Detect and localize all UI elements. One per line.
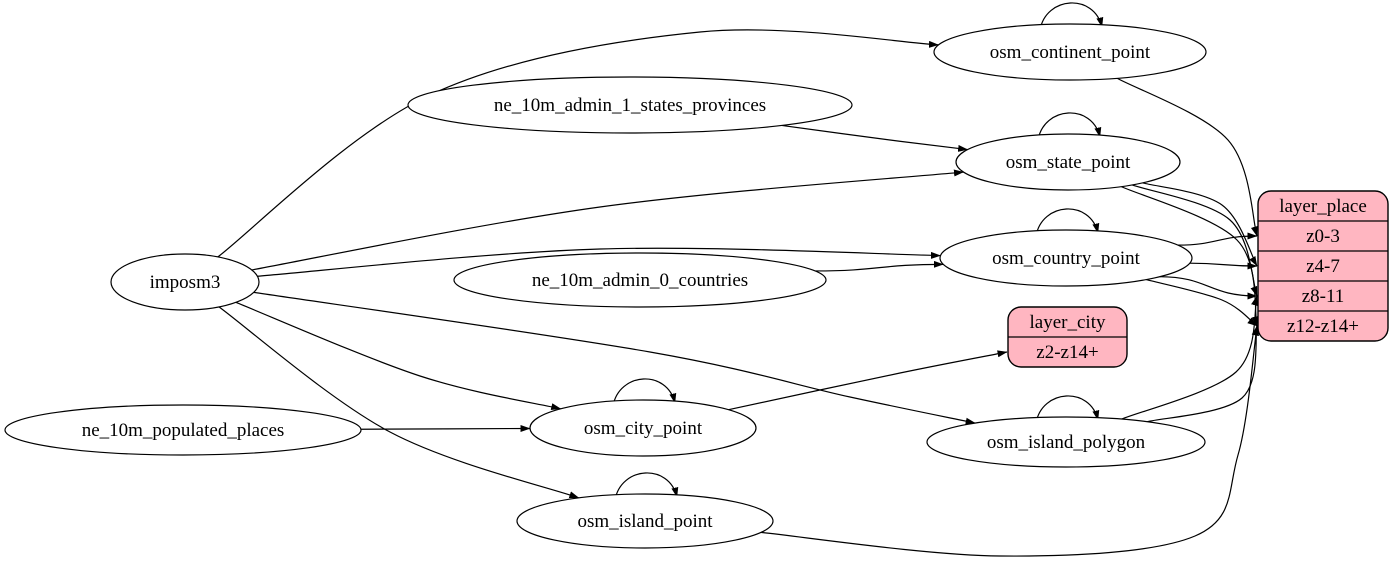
edge-ne_10m_admin_0_countries-to-osm_country_point [815, 260, 944, 272]
node-label-osm_city_point: osm_city_point [584, 418, 703, 439]
edge-osm_country_point-to-layer_place-row0 [1177, 232, 1258, 246]
edge-osm_city_point-to-layer_city-row0 [728, 350, 1008, 411]
node-shape-osm_continent_point [933, 23, 1207, 81]
node-shape-osm_island_polygon [926, 416, 1206, 468]
record-layer_city: layer_city z2-z14+ [1007, 306, 1128, 368]
node-label-osm_continent_point: osm_continent_point [990, 42, 1151, 63]
record-row-layer_place-3: z12-z14+ [1287, 316, 1359, 337]
edge-imposm3-to-osm_island_point [218, 306, 580, 499]
self-loop-osm_country_point [1035, 208, 1100, 237]
record-row-layer_place-0: z0-3 [1306, 226, 1340, 247]
node-osm_country_point: osm_country_point [939, 229, 1193, 287]
record-row-layer_place-2: z8-11 [1302, 286, 1345, 307]
node-label-imposm3: imposm3 [150, 272, 221, 293]
edge-osm_country_point-to-layer_place-row3 [1146, 279, 1258, 327]
self-loop-osm_state_point [1037, 112, 1102, 141]
node-imposm3: imposm3 [110, 253, 260, 311]
edge-imposm3-to-osm_state_point [251, 169, 964, 271]
edge-osm_continent_point-to-layer_place-row0 [1116, 77, 1258, 237]
node-shape-imposm3 [110, 253, 260, 311]
node-osm_island_polygon: osm_island_polygon [926, 416, 1206, 468]
node-label-ne_10m_populated_places: ne_10m_populated_places [82, 420, 285, 441]
node-shape-osm_city_point [529, 399, 757, 457]
node-shape-ne_10m_admin_0_countries [453, 252, 827, 308]
record-title-layer_place: layer_place [1279, 196, 1367, 217]
record-title-layer_city: layer_city [1030, 312, 1106, 333]
node-shape-ne_10m_populated_places [4, 404, 362, 456]
node-label-osm_island_polygon: osm_island_polygon [987, 432, 1146, 453]
edge-ne_10m_populated_places-to-osm_city_point [360, 424, 531, 432]
edge-osm_country_point-to-layer_place-row2 [1159, 276, 1258, 300]
edge-osm_island_polygon-to-layer_place-row3 [1147, 325, 1259, 423]
edges-layer [217, 2, 1260, 557]
edge-imposm3-to-osm_continent_point [217, 29, 939, 258]
node-osm_city_point: osm_city_point [529, 399, 757, 457]
self-loop-osm_continent_point [1039, 2, 1104, 31]
node-label-osm_country_point: osm_country_point [992, 248, 1140, 269]
self-loop-osm_island_point [614, 472, 679, 501]
node-ne_10m_populated_places: ne_10m_populated_places [4, 404, 362, 456]
edge-imposm3-to-osm_island_polygon [253, 291, 976, 425]
node-ne_10m_admin_1_states_provinces: ne_10m_admin_1_states_provinces [407, 76, 853, 134]
node-shape-ne_10m_admin_1_states_provinces [407, 76, 853, 134]
edge-imposm3-to-osm_city_point [235, 301, 562, 411]
node-label-osm_state_point: osm_state_point [1006, 152, 1131, 173]
self-loop-osm_city_point [612, 378, 677, 407]
edge-osm_island_point-to-layer_place-row3 [760, 325, 1260, 557]
nodes-layer: imposm3 ne_10m_admin_1_states_provincesne… [4, 23, 1389, 549]
edge-osm_state_point-to-layer_place-row1 [1142, 182, 1258, 267]
node-shape-osm_country_point [939, 229, 1193, 287]
node-osm_state_point: osm_state_point [955, 133, 1181, 191]
node-ne_10m_admin_0_countries: ne_10m_admin_0_countries [453, 252, 827, 308]
edge-osm_country_point-to-layer_place-row1 [1189, 262, 1258, 270]
self-loop-osm_island_polygon [1035, 395, 1100, 424]
node-shape-osm_island_point [516, 493, 774, 549]
edge-osm_island_polygon-to-layer_place-row2 [1121, 295, 1258, 420]
node-label-osm_island_point: osm_island_point [577, 511, 713, 532]
record-row-layer_city-0: z2-z14+ [1036, 342, 1098, 363]
node-shape-osm_state_point [955, 133, 1181, 191]
record-shape-layer_place [1257, 190, 1389, 342]
edge-imposm3-to-osm_country_point [257, 247, 941, 277]
edge-ne_10m_admin_1_states_provinces-to-osm_state_point [781, 124, 969, 152]
node-label-ne_10m_admin_0_countries: ne_10m_admin_0_countries [532, 270, 748, 291]
node-osm_continent_point: osm_continent_point [933, 23, 1207, 81]
record-layer_place: layer_place z0-3 z4-7 z8-11 z12-z14+ [1257, 190, 1389, 342]
node-label-ne_10m_admin_1_states_provinces: ne_10m_admin_1_states_provinces [494, 95, 766, 116]
record-row-layer_place-1: z4-7 [1306, 256, 1340, 277]
node-osm_island_point: osm_island_point [516, 493, 774, 549]
